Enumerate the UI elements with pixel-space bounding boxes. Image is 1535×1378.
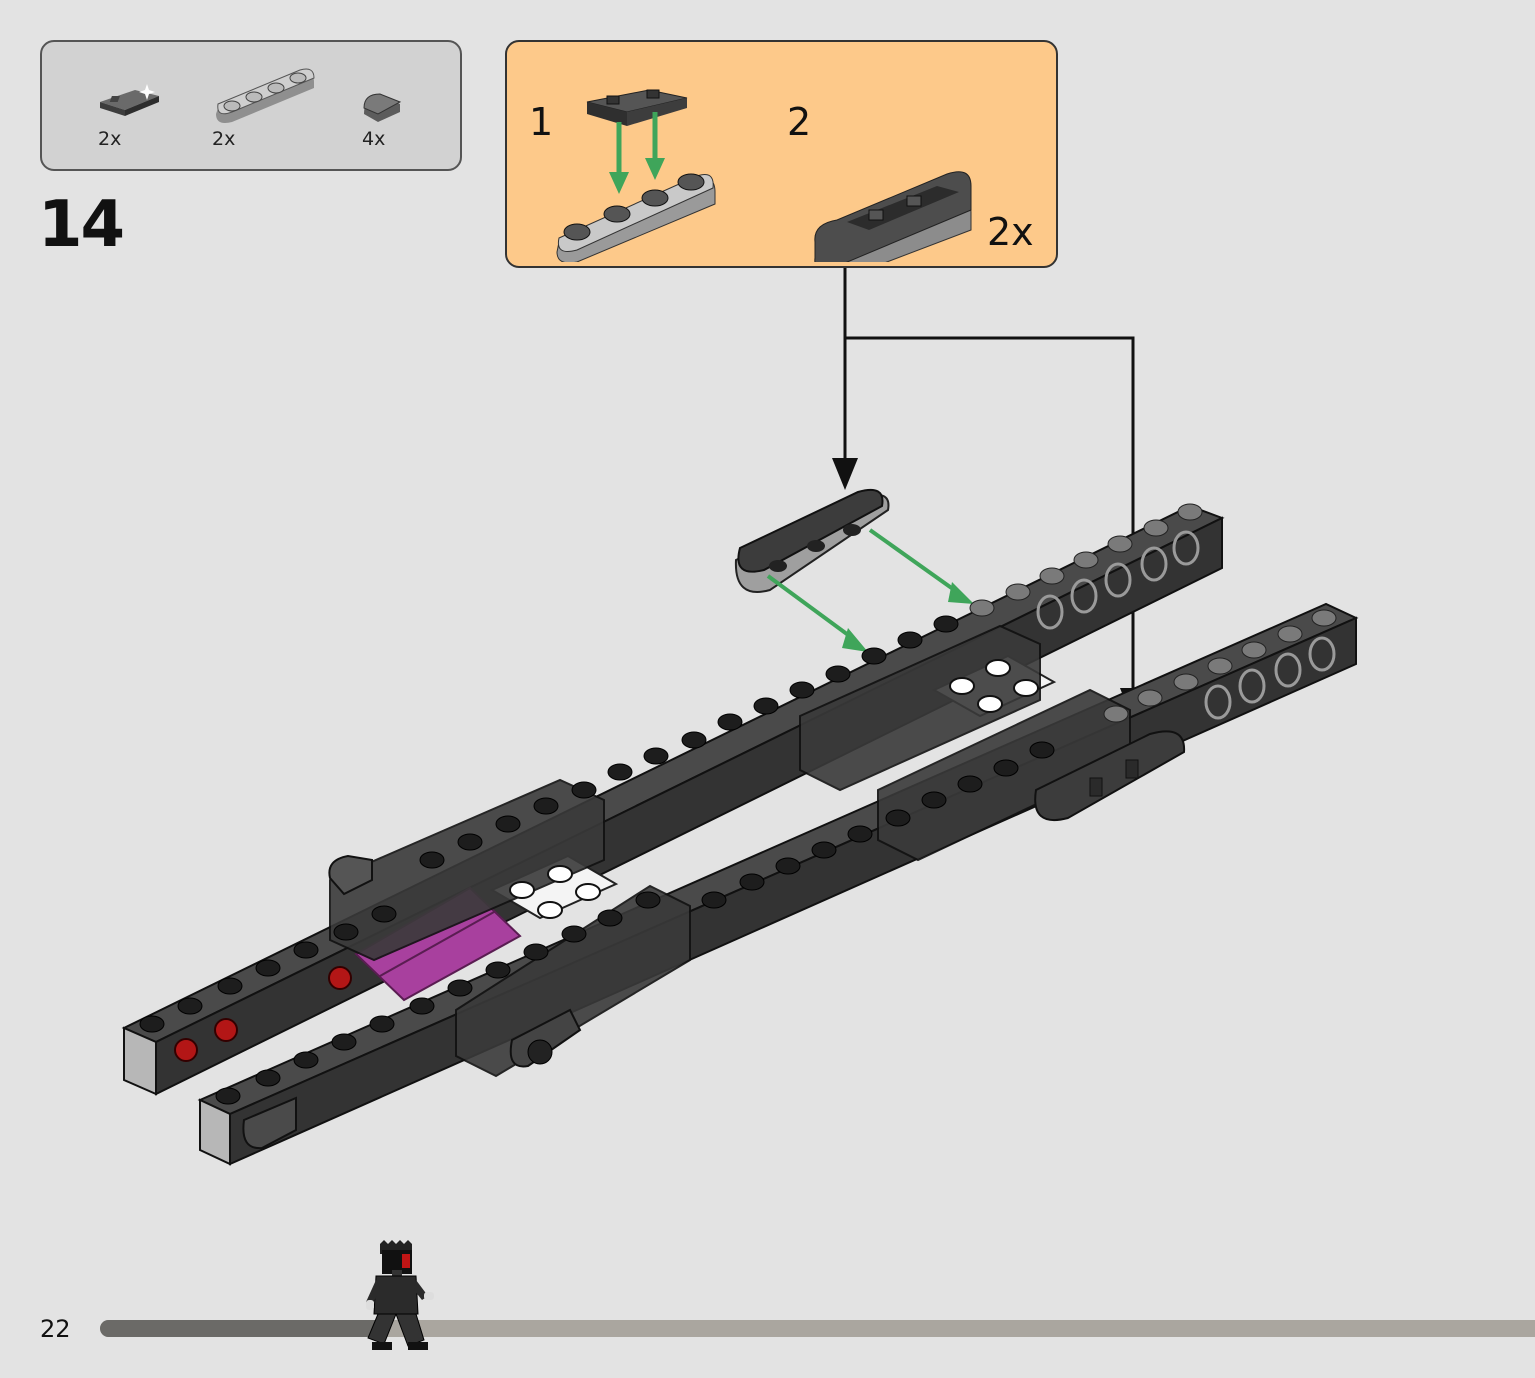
floating-plate [734,488,890,593]
part-tile-grille-icon [100,84,159,116]
part-qty: 2x [98,128,122,150]
parts-list-panel: 2x 2x 4x [40,40,462,171]
progress-bar-fill [100,1320,387,1337]
part-qty: 4x [362,128,386,150]
step-number: 14 [38,188,125,262]
subassembly-panel: 1 2 2x [505,40,1058,268]
progress-bar [100,1320,1535,1337]
subassembly-illustration [556,89,972,262]
substep-label: 1 [529,100,554,144]
part-round-tile-icon [363,93,402,122]
part-plate-rounded-icon [216,68,315,123]
subassembly-multiplier: 2x [987,210,1034,254]
part-qty: 2x [212,128,236,150]
page-number: 22 [40,1315,71,1343]
substep-label: 2 [787,100,812,144]
minifigure-progress-icon [366,1240,434,1350]
